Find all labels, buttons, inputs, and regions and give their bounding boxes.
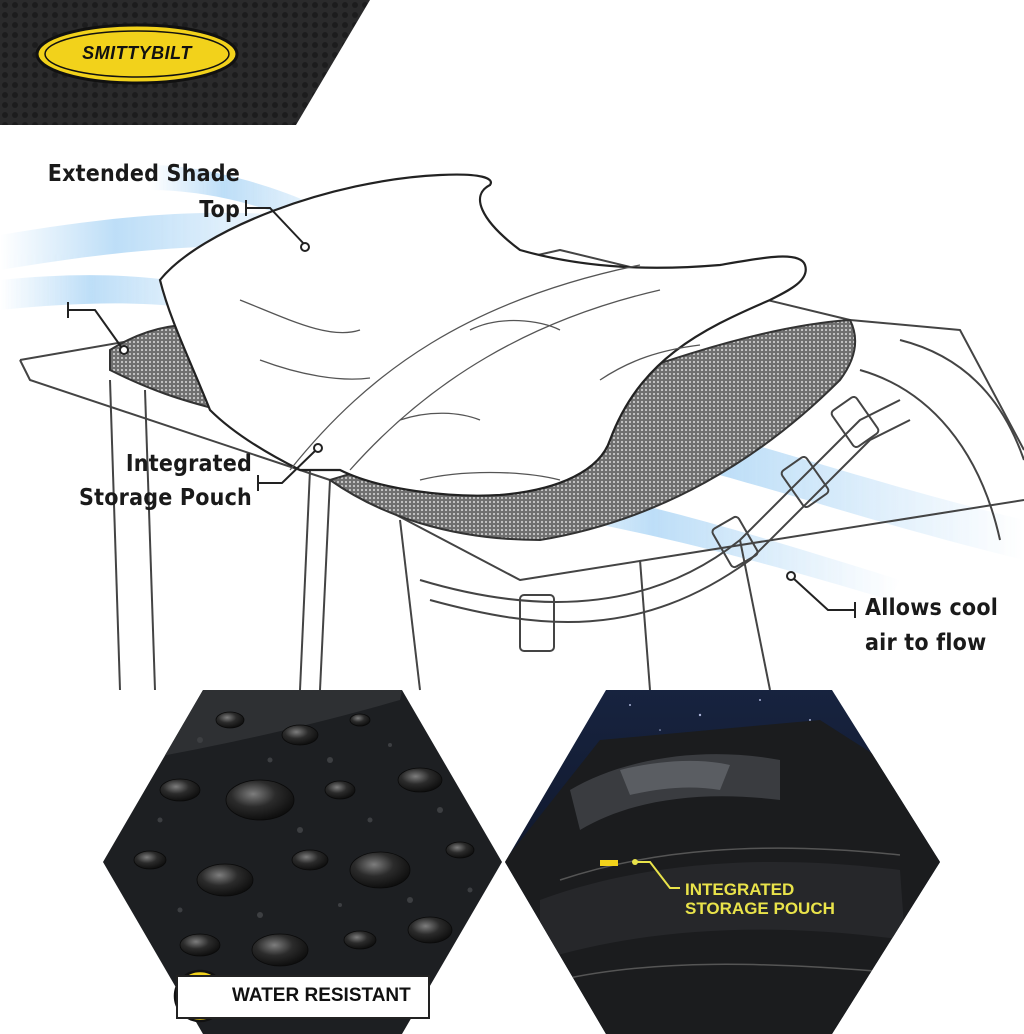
callout-airflow-line2: air to flow [865, 630, 987, 656]
callout-extended-shade-line1: Extended Shade [47, 161, 240, 187]
storage-pouch-label: INTEGRATED STORAGE POUCH [685, 880, 865, 918]
callout-airflow-line1: Allows cool [865, 595, 999, 621]
callout-leaders [67, 200, 856, 618]
callout-extended-shade-line2: Top [199, 197, 240, 223]
smittybilt-logo: SMITTYBILT [82, 43, 192, 63]
callout-integrated-pouch-line2: Storage Pouch [79, 485, 252, 511]
smittybilt-logo-badge [35, 23, 239, 85]
extended-shade-top [158, 173, 807, 497]
water-resistant-badge [176, 975, 430, 1019]
callout-integrated-pouch-line1: Integrated [125, 451, 252, 477]
storage-pouch-label-line1: INTEGRATED [685, 880, 795, 899]
storage-pouch-photo [505, 690, 940, 1034]
water-resistant-label: WATER RESISTANT [232, 985, 411, 1006]
storage-pouch-label-line2: STORAGE POUCH [685, 899, 835, 918]
